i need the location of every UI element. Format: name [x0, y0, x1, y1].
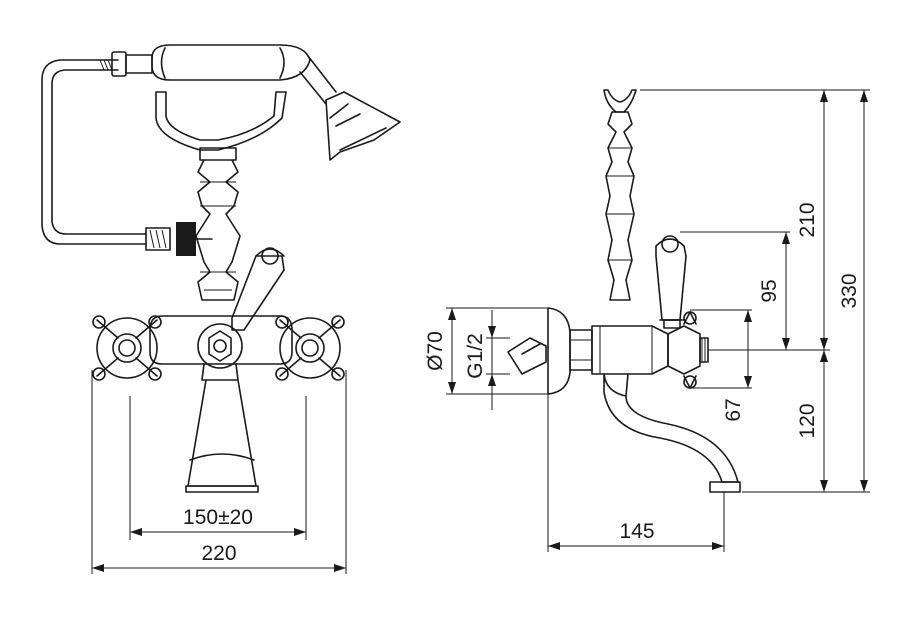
hose-nut-bottom — [176, 222, 196, 256]
dim-inlet-spacing-label: 150±20 — [183, 506, 253, 529]
dim-thread-label: G1/2 — [464, 333, 487, 379]
handshower-handle — [151, 44, 311, 81]
side-spout — [603, 373, 739, 483]
dim-handle-height-label: 95 — [758, 279, 781, 302]
centre-boss — [197, 323, 243, 369]
right-cross-handle — [275, 315, 345, 381]
spout-front — [187, 363, 257, 487]
dim-valve-offset-label: 67 — [722, 398, 745, 421]
dim-overall-width-label: 220 — [201, 542, 236, 565]
side-column — [605, 111, 635, 301]
shower-head — [325, 91, 401, 161]
coupling-nut — [569, 329, 593, 371]
front-view: 150±20 220 — [41, 44, 401, 574]
dimension-flange-diameter: Ø70 — [424, 307, 548, 395]
hose-ferrule-top — [125, 54, 153, 74]
valve-body — [591, 325, 669, 375]
diverter-lever — [231, 255, 285, 331]
hose-connector-top — [111, 51, 127, 77]
dimension-inlet-spacing: 150±20 — [129, 396, 307, 540]
dim-total-height-label: 330 — [838, 273, 861, 308]
dim-lower-height-label: 120 — [796, 403, 819, 438]
dimension-lower-height: 120 — [796, 350, 828, 492]
side-cradle — [603, 89, 637, 113]
handshower-neck — [299, 55, 337, 105]
dimension-spout-projection: 145 — [547, 394, 725, 552]
dimension-valve-offset: 67 — [722, 310, 752, 422]
dimension-handle-height: 95 — [758, 232, 790, 350]
wall-flange — [547, 307, 571, 395]
side-cross-handle — [667, 325, 701, 375]
side-view: 95 67 210 120 330 — [424, 89, 870, 552]
inlet-eccentric — [507, 337, 547, 375]
dimension-total-height: 330 — [838, 90, 868, 492]
dim-flange-diameter-label: Ø70 — [424, 331, 447, 371]
dim-spout-projection-label: 145 — [619, 520, 654, 543]
hose-connector-bottom — [145, 227, 171, 251]
shower-cradle — [155, 91, 287, 151]
dim-upper-height-label: 210 — [796, 202, 819, 237]
left-cross-handle — [92, 315, 162, 381]
dimension-upper-height: 210 — [796, 90, 828, 350]
hex-nut — [208, 330, 232, 362]
dimension-overall-width: 220 — [91, 370, 347, 574]
dimension-thread: G1/2 — [464, 310, 510, 410]
shower-hose — [41, 59, 147, 245]
baluster-column — [195, 147, 241, 301]
